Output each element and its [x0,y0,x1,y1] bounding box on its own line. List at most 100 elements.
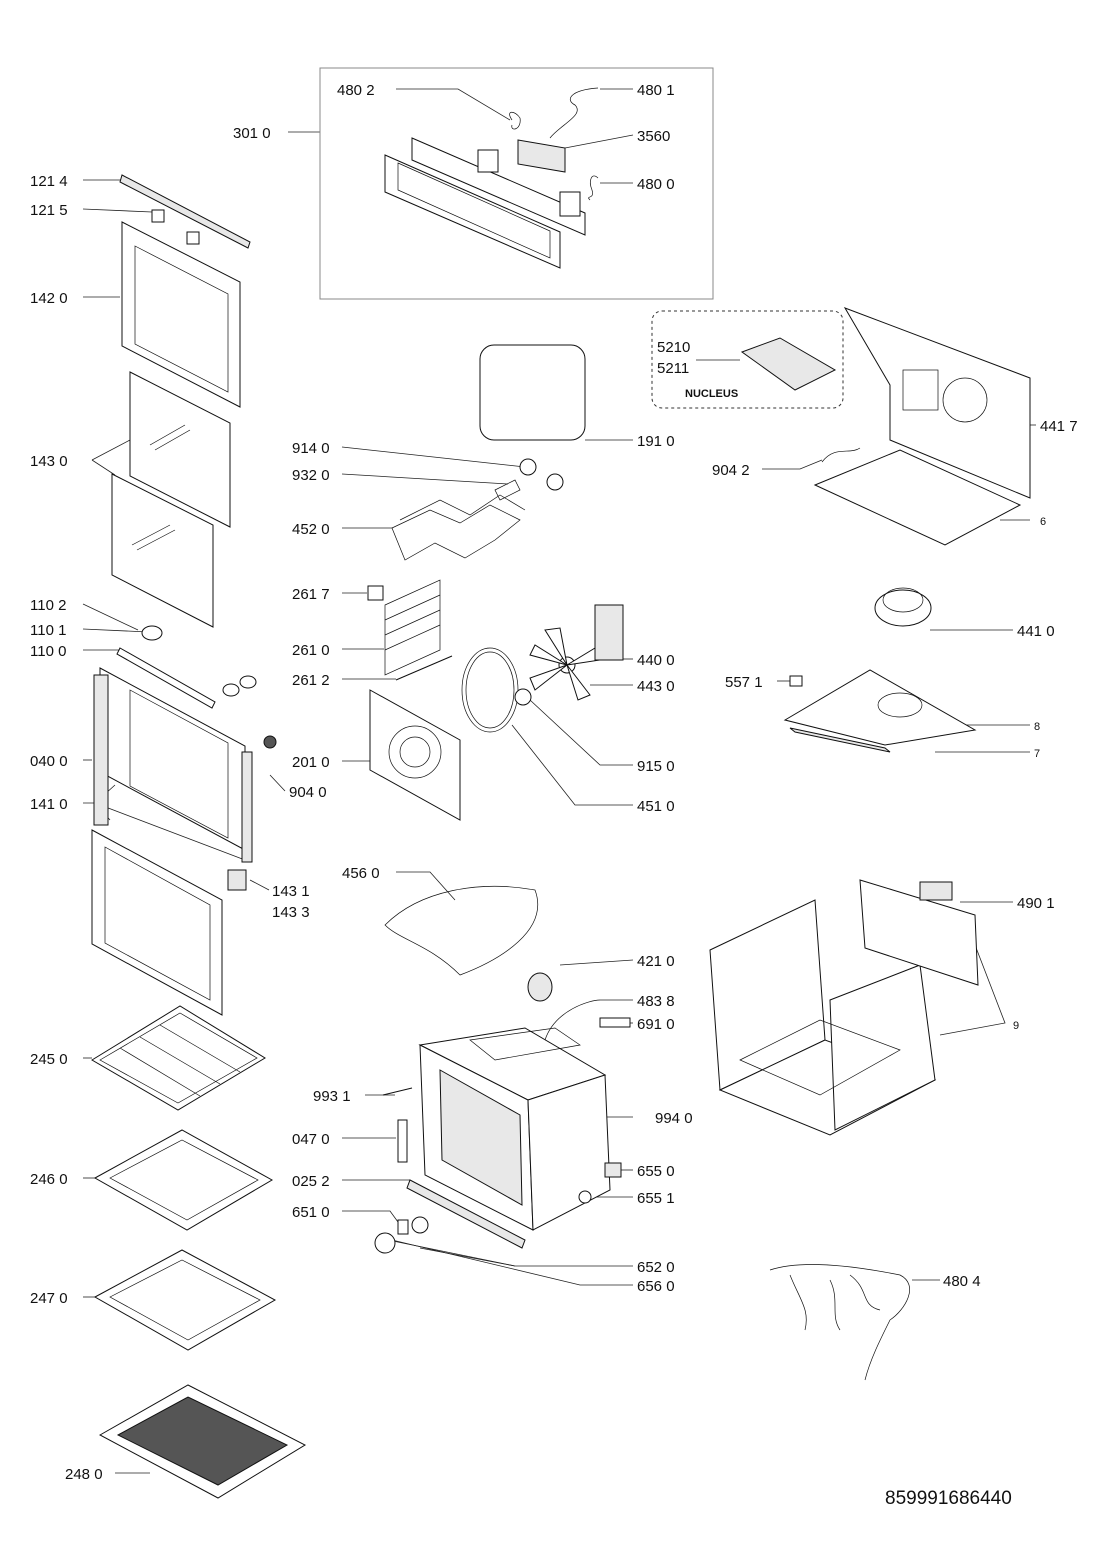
shaft-651 [397,1219,409,1235]
label-245-0: 245 0 [30,1051,68,1068]
cavity-strip-025 [406,1179,526,1249]
label-440-0: 440 0 [637,652,675,669]
label-932-0: 932 0 [292,467,330,484]
capacitor-421 [527,972,553,1002]
label-191-0: 191 0 [637,433,675,450]
label-655-0: 655 0 [637,1163,675,1180]
label-261-0: 261 0 [292,642,330,659]
fan-motor-440 [594,604,624,661]
label-480-1: 480 1 [637,82,675,99]
label-651-0: 651 0 [292,1204,330,1221]
top-strip-7 [789,727,891,753]
cable-480-0 [588,175,599,201]
label-904-2: 904 2 [712,462,750,479]
label-142-0: 142 0 [30,290,68,307]
label-483-8: 483 8 [637,993,675,1010]
label-557-1: 557 1 [725,674,763,691]
display-module-3560 [517,139,566,173]
label-143-1: 143 1 [272,883,310,900]
door-side-strip-right [241,751,253,863]
rail-clip-261-7 [367,585,384,601]
wiring-harness-480-4 [769,1264,910,1381]
panel-bracket-right [559,191,581,217]
label-047-0: 047 0 [292,1131,330,1148]
top-plate-8 [783,669,977,746]
part-drawings [91,67,1031,1499]
label-993-1: 993 1 [313,1088,351,1105]
fan-cover-201 [369,689,461,821]
label-9: 9 [1013,1020,1019,1032]
knob-656 [374,1232,396,1254]
door-outer-panel-141 [91,829,223,1016]
door-latch-143-1 [227,869,247,891]
label-261-2: 261 2 [292,672,330,689]
nucleus-box [651,310,844,409]
part-labels: 480 2 480 1 301 0 3560 480 0 121 4 121 5… [30,82,1078,1509]
label-201-0: 201 0 [292,754,330,771]
control-panel-glass-outer [384,154,561,269]
label-441-7: 441 7 [1040,418,1078,435]
thermostat-557 [789,675,803,687]
lamp-655-1 [578,1190,592,1204]
label-656-0: 656 0 [637,1278,675,1295]
hinge-washer-110-2 [141,625,163,641]
label-040-0: 040 0 [30,753,68,770]
label-248-0: 248 0 [65,1466,103,1483]
door-top-trim [119,174,251,249]
switch-655-0 [604,1162,622,1178]
control-board-5210 [740,337,837,391]
fan-blade-443 [529,627,601,701]
label-5210: 5210 [657,339,690,356]
door-seal-191 [479,344,586,441]
cable-480-2 [509,111,521,130]
label-480-4: 480 4 [943,1273,981,1290]
label-6: 6 [1040,516,1046,528]
door-side-strip-left [93,674,109,826]
hinge-904-0 [263,735,277,749]
rear-cover-6 [813,449,1022,546]
control-panel-frame [319,67,714,300]
lower-element-456 [384,885,538,976]
label-456-0: 456 0 [342,865,380,882]
cable-904-2 [821,447,861,463]
bushing-915 [514,688,532,706]
label-110-1: 110 1 [30,622,66,639]
label-8: 8 [1034,721,1040,733]
label-246-0: 246 0 [30,1171,68,1188]
side-rail-261 [384,579,441,676]
label-480-2: 480 2 [337,82,375,99]
label-490-1: 490 1 [1017,895,1055,912]
cable-483-8 [544,999,601,1041]
label-121-4: 121 4 [30,173,68,190]
label-994-0: 994 0 [655,1110,693,1127]
label-5211: 5211 [657,360,689,377]
screw-993 [382,1087,413,1096]
door-inner-frame [121,221,241,408]
door-handle-110-0 [116,647,216,709]
label-914-0: 914 0 [292,440,330,457]
label-655-1: 655 1 [637,1190,675,1207]
door-frame-040 [99,667,246,851]
heating-element-452 [391,504,521,561]
rail-261-2 [395,655,453,681]
baking-tray-246 [93,1129,274,1231]
panel-bracket-left [477,149,499,173]
rear-panel-441-7 [843,307,1031,499]
label-421-0: 421 0 [637,953,675,970]
label-480-0: 480 0 [637,176,675,193]
label-443-0: 443 0 [637,678,675,695]
label-915-0: 915 0 [637,758,675,775]
label-110-0: 110 0 [30,643,66,660]
label-691-0: 691 0 [637,1016,675,1033]
control-panel-glass-inner [411,137,586,236]
label-141-0: 141 0 [30,796,68,813]
label-441-0: 441 0 [1017,623,1055,640]
connector-490-1 [919,881,953,901]
knob-652 [411,1216,429,1234]
thermostat-932 [494,479,521,501]
trim-clip-2 [186,231,200,245]
label-143-3: 143 3 [272,904,310,921]
bracket-047 [397,1119,408,1163]
label-301-0: 301 0 [233,125,271,142]
door-glass-2 [111,473,214,628]
